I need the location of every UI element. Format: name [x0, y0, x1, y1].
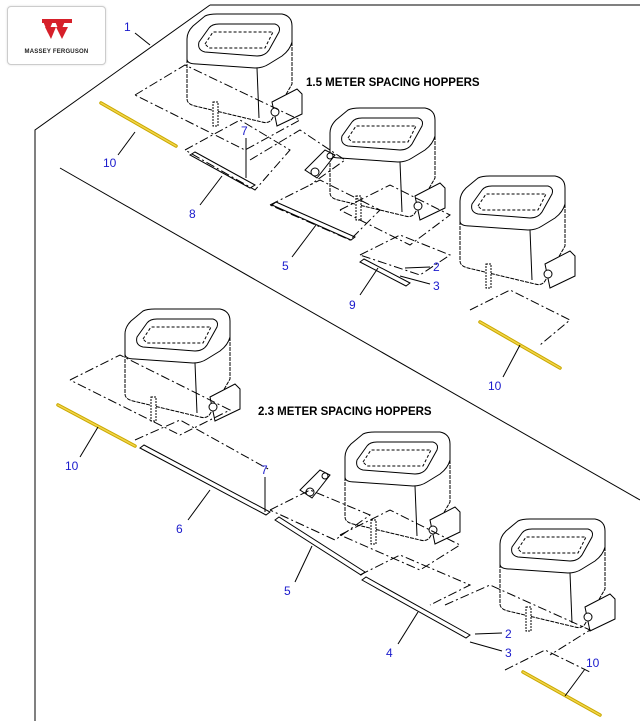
hopper — [329, 107, 446, 221]
callout-1: 1 — [124, 20, 131, 34]
logo-text: MASSEY FERGUSON — [24, 49, 89, 55]
callout-4: 4 — [386, 646, 393, 660]
hopper — [499, 518, 616, 632]
bars — [139, 151, 471, 639]
bar-6 — [139, 444, 271, 516]
callout-7: 7 — [241, 124, 248, 138]
triple-triangle-logo-icon — [42, 19, 72, 39]
callout-10: 10 — [65, 459, 79, 473]
heading-1-5m-hoppers: 1.5 METER SPACING HOPPERS — [306, 77, 480, 89]
frame-left-edge — [34, 4, 211, 721]
callout-7: 7 — [261, 463, 268, 477]
section-divider — [59, 167, 640, 501]
callout-8: 8 — [189, 207, 196, 221]
assembly-outlines — [69, 64, 592, 673]
callouts: 1 10 7 8 5 2 3 9 10 10 6 7 5 4 2 3 10 — [65, 20, 600, 670]
hopper — [344, 431, 461, 545]
callout-5: 5 — [284, 584, 291, 598]
hopper — [124, 308, 241, 422]
callout-10: 10 — [103, 156, 117, 170]
callout-3: 3 — [505, 646, 512, 660]
hopper — [186, 13, 303, 127]
bar-5-bottom — [274, 516, 366, 576]
callout-5: 5 — [282, 259, 289, 273]
leader-lines — [79, 32, 586, 697]
bar-4 — [361, 576, 471, 639]
callout-3: 3 — [433, 279, 440, 293]
callout-2: 2 — [433, 260, 440, 274]
hopper — [459, 175, 576, 289]
bar-9 — [359, 258, 411, 287]
callout-10: 10 — [488, 379, 502, 393]
callout-2: 2 — [505, 627, 512, 641]
callout-6: 6 — [176, 522, 183, 536]
massey-ferguson-logo: MASSEY FERGUSON — [7, 6, 106, 65]
callout-9: 9 — [349, 298, 356, 312]
drive-bracket — [299, 469, 331, 499]
bar-5-top — [271, 201, 356, 241]
bar-8 — [188, 151, 257, 189]
callout-10: 10 — [586, 656, 600, 670]
heading-2-3m-hoppers: 2.3 METER SPACING HOPPERS — [258, 406, 432, 418]
hoppers-group — [124, 13, 616, 632]
drive-bracket — [304, 149, 336, 179]
